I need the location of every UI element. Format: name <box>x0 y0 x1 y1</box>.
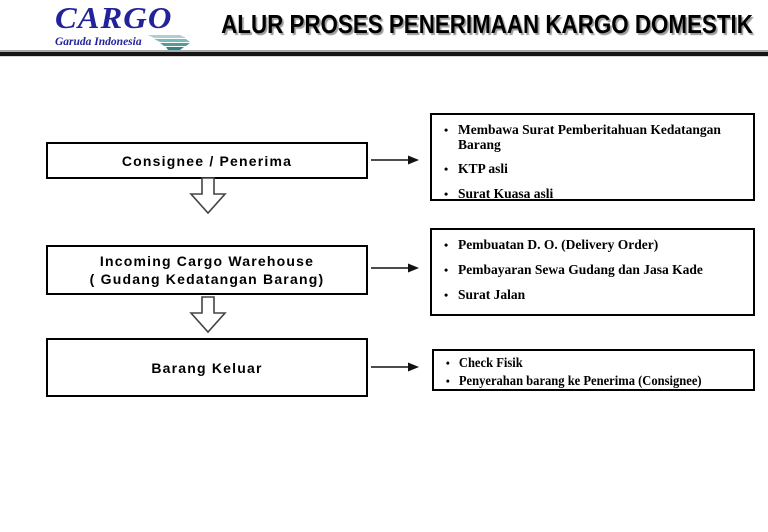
bullet-item: Surat Kuasa asli <box>442 186 747 202</box>
detail-box-warehouse: Pembuatan D. O. (Delivery Order) Pembaya… <box>430 228 755 316</box>
bullet-item: Pembuatan D. O. (Delivery Order) <box>442 237 747 253</box>
bullet-item: KTP asli <box>442 161 747 177</box>
flow-box-label: Incoming Cargo Warehouse <box>99 253 315 269</box>
header-divider <box>0 50 768 57</box>
right-arrow-icon <box>371 155 419 165</box>
flow-box-warehouse: Incoming Cargo Warehouse ( Gudang Kedata… <box>46 245 368 295</box>
logo-brand-text: CARGO <box>55 0 173 35</box>
garuda-cargo-logo: CARGO Garuda Indonesia <box>55 2 220 50</box>
down-block-arrow-icon <box>189 177 227 215</box>
flow-box-label: ( Gudang Kedatangan Barang) <box>89 271 325 287</box>
down-block-arrow-icon <box>189 296 227 334</box>
bullet-text: KTP asli <box>458 161 508 176</box>
flow-box-label: Consignee / Penerima <box>121 152 293 169</box>
page-title: ALUR PROSES PENERIMAAN KARGO DOMESTIK <box>221 8 753 39</box>
right-arrow-icon <box>371 362 419 372</box>
flow-box-label: Barang Keluar <box>151 359 263 376</box>
detail-box-barang-keluar: Check Fisik Penyerahan barang ke Penerim… <box>432 349 755 391</box>
bullet-text: Membawa Surat Pemberitahuan Kedatangan B… <box>458 122 721 152</box>
bullet-text: Surat Jalan <box>458 287 526 302</box>
bullet-text: Surat Kuasa asli <box>458 186 554 201</box>
bullet-item: Check Fisik <box>444 355 726 371</box>
garuda-bird-icon <box>147 35 190 50</box>
flow-box-barang-keluar: Barang Keluar <box>46 338 368 397</box>
detail-box-consignee: Membawa Surat Pemberitahuan Kedatangan B… <box>430 113 755 201</box>
bullet-item: Penyerahan barang ke Penerima (Consignee… <box>444 373 726 389</box>
bullet-item: Surat Jalan <box>442 287 747 303</box>
bullet-text: Pembayaran Sewa Gudang dan Jasa Kade <box>458 262 703 277</box>
bullet-text: Penyerahan barang ke Penerima (Consignee… <box>458 373 702 388</box>
right-arrow-icon <box>371 263 419 273</box>
bullet-item: Membawa Surat Pemberitahuan Kedatangan B… <box>442 122 747 152</box>
flow-box-consignee: Consignee / Penerima <box>46 142 368 179</box>
bullet-text: Check Fisik <box>458 355 523 370</box>
logo-subbrand-text: Garuda Indonesia <box>55 35 142 48</box>
bullet-item: Pembayaran Sewa Gudang dan Jasa Kade <box>442 262 747 278</box>
bullet-text: Pembuatan D. O. (Delivery Order) <box>458 237 659 252</box>
